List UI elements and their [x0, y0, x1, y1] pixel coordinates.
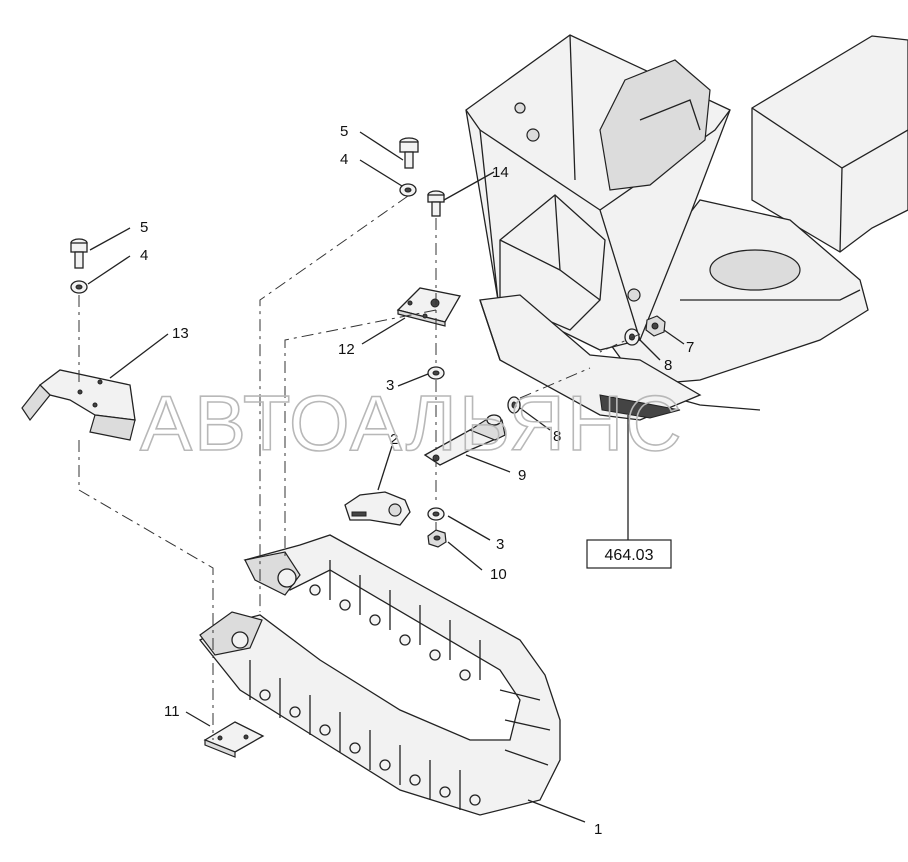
leader-lines: [87, 131, 685, 823]
machine-housing: [465, 34, 908, 421]
callout-11: 11: [164, 703, 180, 720]
callout-3-lower: 3: [496, 536, 504, 553]
cover-13: [21, 369, 136, 441]
nut-7: [645, 315, 666, 337]
nut-3-upper: [427, 366, 445, 380]
bolt-5-left: [70, 238, 88, 269]
callout-4-upper: 4: [340, 151, 348, 168]
callout-5-upper: 5: [340, 123, 348, 140]
callout-labels: 5 4 14 5 4 13 12 3 2 9 3 10 7 8 8 11 1: [140, 123, 694, 838]
screw-14: [427, 190, 445, 217]
washer-8-upper: [624, 328, 640, 346]
nut-3-lower: [427, 507, 445, 521]
assembly-lines: [78, 195, 641, 740]
cable-chain-1: [198, 534, 561, 816]
callout-10: 10: [490, 566, 507, 583]
nut-10: [427, 529, 447, 548]
bolt-5-upper: [399, 137, 419, 169]
callout-9: 9: [518, 467, 526, 484]
callout-14: 14: [492, 164, 509, 181]
callout-1: 1: [594, 821, 602, 838]
callout-12: 12: [338, 341, 355, 358]
reference-box: 464.03: [586, 539, 672, 569]
washer-4-upper: [399, 183, 417, 197]
reference-box-label: 464.03: [605, 547, 654, 564]
callout-2: 2: [390, 431, 398, 448]
washer-8-lower: [507, 396, 521, 414]
washer-4-left: [70, 280, 88, 294]
callout-8-upper: 8: [664, 357, 672, 374]
callout-13: 13: [172, 325, 189, 342]
plate-11: [203, 721, 265, 758]
callout-7: 7: [686, 339, 694, 356]
callout-3-upper: 3: [386, 377, 394, 394]
callout-5-left: 5: [140, 219, 148, 236]
bracket-9: [423, 414, 506, 466]
tab-2: [344, 491, 411, 526]
callout-4-left: 4: [140, 247, 148, 264]
watermark: АВТОАЛЬЯНС: [140, 379, 684, 467]
plate-12: [396, 287, 462, 327]
callout-8-lower: 8: [553, 428, 561, 445]
